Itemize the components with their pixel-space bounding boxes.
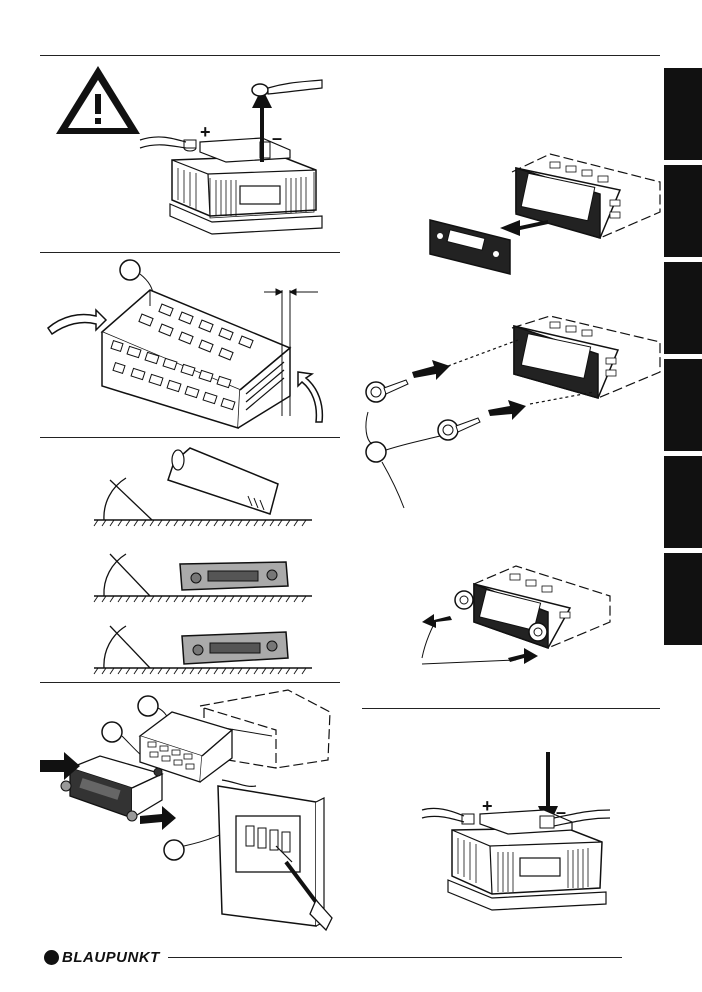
- top-rule: [40, 55, 660, 56]
- mounting-cage-figure: [40, 256, 340, 436]
- right-arrow-icon: [412, 360, 526, 420]
- radio-unit-icon: [512, 316, 660, 398]
- installation-figure: [36, 686, 340, 942]
- car-battery-icon: + –: [140, 122, 322, 234]
- curved-arrow-icon: [298, 372, 322, 422]
- section-tab-5[interactable]: [664, 456, 702, 548]
- brand-name: BLAUPUNKT: [62, 949, 160, 966]
- radio-tilted-icon: [168, 448, 278, 514]
- radio-front-icon: [180, 562, 288, 590]
- radio-removal-figure: [420, 560, 620, 670]
- arrow-left-icon: [500, 220, 548, 236]
- dashboard-panel-icon: [200, 690, 330, 926]
- brand-logo: BLAUPUNKT: [44, 947, 160, 967]
- detachable-panel-icon: [430, 220, 510, 274]
- left-divider-3: [40, 682, 340, 683]
- svg-text:–: –: [556, 802, 566, 822]
- blaupunkt-dot-logo: [44, 950, 59, 965]
- warning-triangle-icon: [56, 66, 140, 134]
- section-tab-2[interactable]: [664, 165, 702, 257]
- svg-text:+: +: [200, 122, 211, 142]
- release-key-icon: [366, 380, 480, 440]
- section-tab-6[interactable]: [664, 553, 702, 645]
- curved-arrow-icon: [48, 310, 106, 334]
- callout-circle-icon: [366, 412, 440, 508]
- svg-text:+: +: [482, 796, 493, 816]
- right-divider: [362, 708, 660, 709]
- left-divider-1: [40, 252, 340, 253]
- section-tab-1[interactable]: [664, 68, 702, 160]
- battery-reconnect-figure: + –: [420, 748, 640, 918]
- section-tab-4[interactable]: [664, 359, 702, 451]
- footer-rule: [168, 957, 622, 958]
- battery-disconnect-figure: + –: [40, 60, 340, 250]
- left-divider-2: [40, 437, 340, 438]
- release-keys-figure: [354, 316, 660, 516]
- panel-removal-figure: [420, 150, 660, 280]
- section-tab-3[interactable]: [664, 262, 702, 354]
- svg-text:–: –: [272, 128, 282, 148]
- mounting-angle-figure: [40, 442, 340, 682]
- mounting-cage-icon: [102, 290, 290, 428]
- radio-front-icon: [182, 632, 288, 664]
- car-battery-icon: + –: [422, 796, 610, 910]
